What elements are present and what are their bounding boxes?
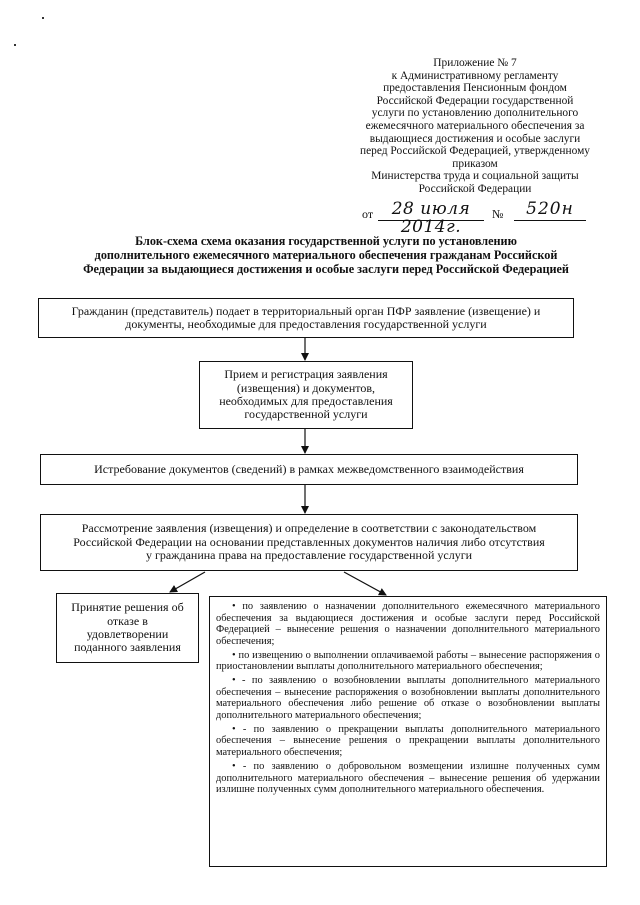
step-text-line: Прием и регистрация заявления — [224, 367, 388, 382]
handwritten-date: 28 июля 2014г. — [378, 200, 484, 236]
appendix-line: услуги по установлению дополнительного — [371, 107, 579, 120]
step-text-line: документы, необходимые для предоставлени… — [125, 317, 487, 331]
title-line: Блок-схема схема оказания государственно… — [135, 234, 517, 248]
number-prefix: № — [492, 207, 504, 221]
appendix-line: Российской Федерации государственной — [376, 94, 574, 107]
appendix-line: ежемесячного материального обеспечения з… — [365, 119, 585, 132]
step-text-line: отказе в — [107, 613, 148, 628]
step-receive-register: Прием и регистрация заявления (извещения… — [199, 361, 413, 429]
step-text-line: (извещения) и документов, — [236, 380, 376, 395]
title-line: Федерации за выдающиеся достижения и осо… — [83, 262, 569, 276]
arrow-step4-to-refusal — [169, 571, 206, 593]
step-interagency-request: Истребование документов (сведений) в рам… — [40, 454, 578, 485]
appendix-block: Приложение № 7 к Административному регла… — [335, 57, 615, 196]
step-outcomes-list: • по заявлению о назначении дополнительн… — [209, 596, 607, 867]
appendix-line: Министерства труда и социальной защиты — [371, 170, 579, 183]
step-text-line: у гражданина права на предоставление гос… — [145, 548, 473, 563]
step-text-line: необходимых для предоставления — [219, 394, 393, 408]
appendix-line: предоставления Пенсионным фондом — [383, 82, 567, 95]
step-text-line: государственной услуги — [244, 407, 368, 422]
step-text-line: Российской Федерации на основании предст… — [73, 534, 545, 549]
scan-speck — [42, 17, 44, 19]
step-text-line: Принятие решения об — [71, 600, 184, 615]
step-submit-application: Гражданин (представитель) подает в терри… — [38, 298, 574, 338]
date-prefix: от — [362, 207, 374, 221]
appendix-line: приказом — [452, 157, 498, 170]
outcome-item: • по заявлению о назначении дополнительн… — [216, 601, 600, 647]
step-review-application: Рассмотрение заявления (извещения) и опр… — [40, 514, 578, 571]
step-text-line: Гражданин (представитель) подает в терри… — [71, 303, 541, 318]
order-date-line: от 28 июля 2014г. № 520н — [362, 200, 612, 236]
step-text-line: удовлетворении — [86, 627, 169, 641]
appendix-line: Приложение № 7 — [433, 57, 517, 69]
appendix-line: к Административному регламенту — [391, 69, 559, 82]
step-refusal-decision: Принятие решения об отказе в удовлетворе… — [56, 593, 199, 663]
step-text-line: Истребование документов (сведений) в рам… — [94, 461, 524, 476]
appendix-line: Российской Федерации — [418, 182, 532, 195]
outcome-item: • - по заявлению о добровольном возмещен… — [216, 760, 600, 796]
title-line: дополнительного ежемесячного материально… — [94, 248, 558, 262]
outcome-item: • - по заявлению о прекращении выплаты д… — [216, 723, 600, 759]
appendix-line: перед Российской Федерацией, утвержденно… — [360, 145, 590, 158]
step-text-line: поданного заявления — [74, 640, 181, 655]
appendix-line: выдающиеся достижения и особые заслуги — [369, 132, 581, 145]
outcome-item: • по извещению о выполнении оплачиваемой… — [216, 649, 600, 673]
document-title: Блок-схема схема оказания государственно… — [40, 234, 612, 276]
step-text-line: Рассмотрение заявления (извещения) и опр… — [81, 521, 537, 536]
outcome-item: • - по заявлению о возобновлении выплаты… — [216, 675, 600, 721]
arrow-step4-to-outcomes — [343, 571, 387, 596]
handwritten-number: 520н — [514, 200, 586, 221]
scan-speck — [14, 44, 16, 46]
